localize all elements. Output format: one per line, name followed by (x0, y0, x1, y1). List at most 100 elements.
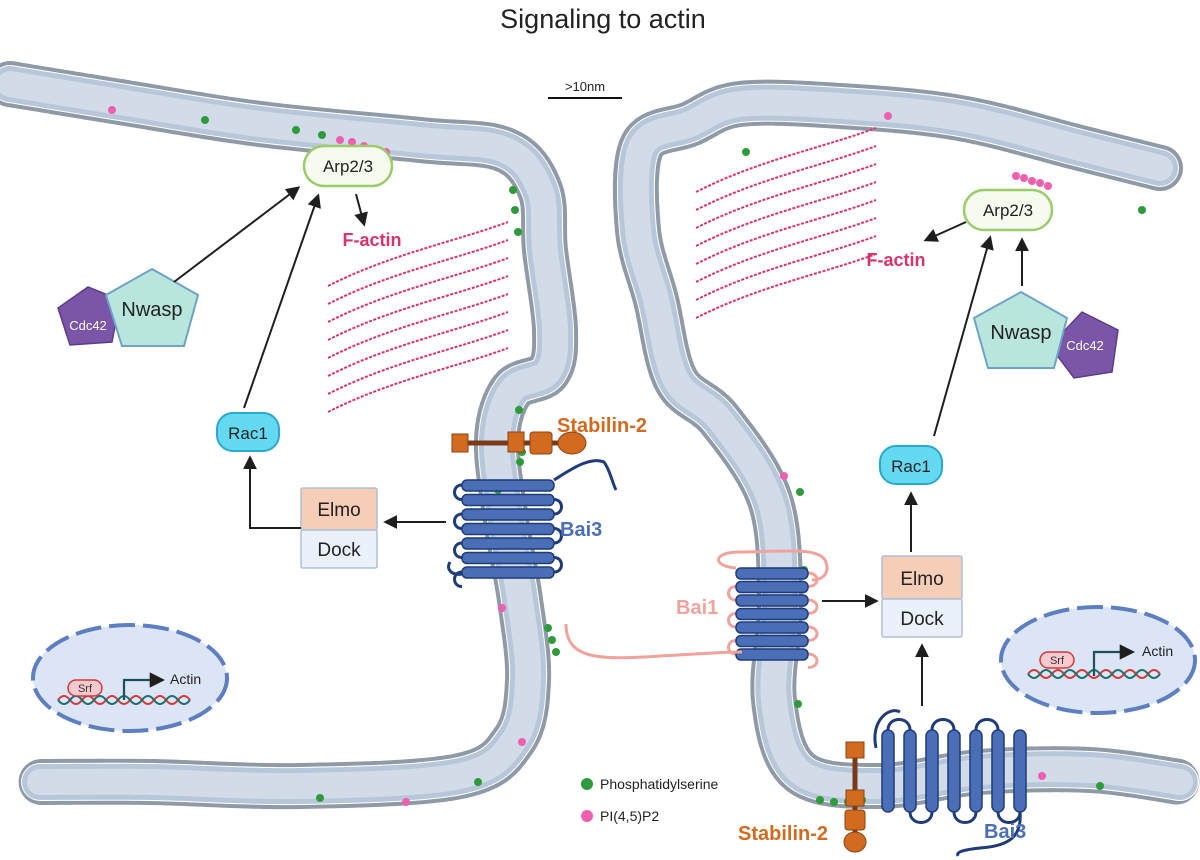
right-factin-label: F-actin (866, 250, 925, 270)
right-factin-strand-3 (695, 181, 877, 247)
bai1-receptor (564, 549, 829, 669)
right-bai3-helix-0 (881, 729, 895, 813)
pip2-dot-7 (518, 738, 526, 746)
pip2-dot-12 (1012, 172, 1020, 180)
phosphatidylserine-dot-12 (548, 636, 556, 644)
right-factin-strand-7 (695, 253, 877, 319)
right-bai3-receptor (873, 709, 1027, 857)
phosphatidylserine-dot-11 (544, 624, 552, 632)
right-factin-filaments (695, 127, 877, 319)
left-stabilin2-label: Stabilin-2 (557, 415, 647, 437)
right-factin-strand-4 (695, 199, 877, 265)
right-arrows (822, 221, 1029, 706)
phosphatidylserine-dot-25 (1138, 206, 1146, 214)
arrow-rac1-to-arp (243, 193, 321, 409)
left-bai3-receptor (447, 459, 618, 588)
left-membrane-core (0, 71, 569, 800)
left-srf-label: Srf (78, 683, 93, 695)
left-factin-strand-6 (327, 329, 509, 395)
pip2-dot-13 (1020, 174, 1028, 182)
left-factin-strand-1 (327, 239, 509, 305)
right-factin-strand-2 (695, 163, 877, 229)
left-bai3-helix-3 (461, 522, 555, 536)
right-factin-strand-0 (695, 127, 877, 193)
legend-label-pip2: PI(4,5)P2 (600, 808, 659, 824)
phosphatidylserine-dot-5 (514, 228, 522, 236)
right-bai3-label: Bai3 (984, 821, 1026, 843)
left-bai3-helix-1 (461, 493, 555, 507)
phosphatidylserine-dot-0 (201, 116, 209, 124)
arrow-nwasp-to-arp (173, 186, 301, 283)
left-nwasp-label: Nwasp (121, 299, 182, 321)
left-factin-strand-0 (327, 221, 509, 287)
left-factin-filaments (327, 221, 509, 413)
right-factin-strand-5 (695, 217, 877, 283)
pip2-dot-10 (884, 112, 892, 120)
arrow-arp-to-factin (354, 193, 368, 227)
pip2-dot-1 (336, 136, 344, 144)
left-elmo-dock-complex: Elmo Dock (300, 487, 378, 569)
right-dock-label: Dock (900, 609, 944, 630)
bai1-helix-5 (735, 634, 809, 648)
pip2-dot-15 (1036, 179, 1044, 187)
phosphatidylserine-dot-13 (552, 648, 560, 656)
scale-bar: >10nm (548, 79, 622, 99)
right-nucleus: Srf Actin (999, 605, 1197, 715)
right-factin-strand-1 (695, 145, 877, 211)
phosphatidylserine-dot-24 (1096, 782, 1104, 790)
left-rac1-label: Rac1 (228, 424, 268, 443)
left-factin-strand-3 (327, 275, 509, 341)
right-cdc42-label: Cdc42 (1066, 338, 1104, 353)
phosphatidylserine-dot-4 (511, 206, 519, 214)
left-nwasp-node: Nwasp (104, 267, 200, 347)
right-bai3-helix-5 (991, 729, 1005, 813)
left-factin-strand-5 (327, 311, 509, 377)
pip2-dot-11 (1038, 772, 1046, 780)
left-bai3-helix-2 (461, 508, 555, 521)
pip2-dot-8 (402, 798, 410, 806)
bai1-helix-6 (735, 648, 809, 661)
left-arrows (173, 186, 446, 529)
phosphatidylserine-dot-15 (474, 778, 482, 786)
bai1-helix-4 (735, 621, 809, 634)
left-factin-strand-4 (327, 293, 509, 359)
left-arp23-node: Arp2/3 (302, 144, 394, 188)
right-arp23-label: Arp2/3 (983, 201, 1033, 220)
left-stabilin2-receptor (451, 431, 587, 455)
phosphatidylserine-dot-19 (794, 700, 802, 708)
bai1-helix-3 (735, 607, 809, 621)
right-actin-gene-label: Actin (1142, 643, 1173, 659)
left-factin-label: F-actin (342, 230, 401, 250)
legend-label-phosphatidylserine: Phosphatidylserine (600, 776, 719, 792)
phosphatidylserine-dot-14 (316, 794, 324, 802)
left-cell-membrane (0, 61, 579, 810)
left-bai3-helix-4 (461, 537, 555, 550)
right-rac1-label: Rac1 (891, 457, 931, 476)
legend-swatch-pip2 (581, 810, 593, 822)
lipid-legend: Phosphatidylserine PI(4,5)P2 (581, 776, 719, 824)
right-bai3-helix-1 (903, 729, 917, 813)
left-factin-strand-2 (327, 257, 509, 323)
phosphatidylserine-dot-20 (816, 796, 824, 804)
arrow-elmo-to-rac1 (243, 455, 301, 529)
right-bai3-helix-4 (969, 729, 983, 813)
bai1-label: Bai1 (676, 597, 718, 619)
phosphatidylserine-dot-1 (292, 126, 300, 134)
pip2-dot-6 (498, 604, 506, 612)
right-nwasp-node: Nwasp (972, 290, 1069, 369)
scale-bar-label: >10nm (565, 79, 605, 94)
bai1-helix-1 (735, 580, 809, 594)
figure-title: Signaling to actin (500, 4, 706, 34)
right-elmo-label: Elmo (900, 569, 943, 590)
phosphatidylserine-dot-3 (509, 186, 517, 194)
left-actin-gene-label: Actin (170, 671, 201, 687)
right-stabilin2-label: Stabilin-2 (738, 823, 828, 845)
right-nwasp-label: Nwasp (990, 322, 1051, 344)
right-srf-label: Srf (1050, 655, 1065, 667)
right-rac1-node: Rac1 (879, 445, 943, 485)
right-bai3-helix-6 (1013, 729, 1027, 813)
pip2-dot-14 (1028, 177, 1036, 185)
left-elmo-label: Elmo (317, 500, 360, 521)
